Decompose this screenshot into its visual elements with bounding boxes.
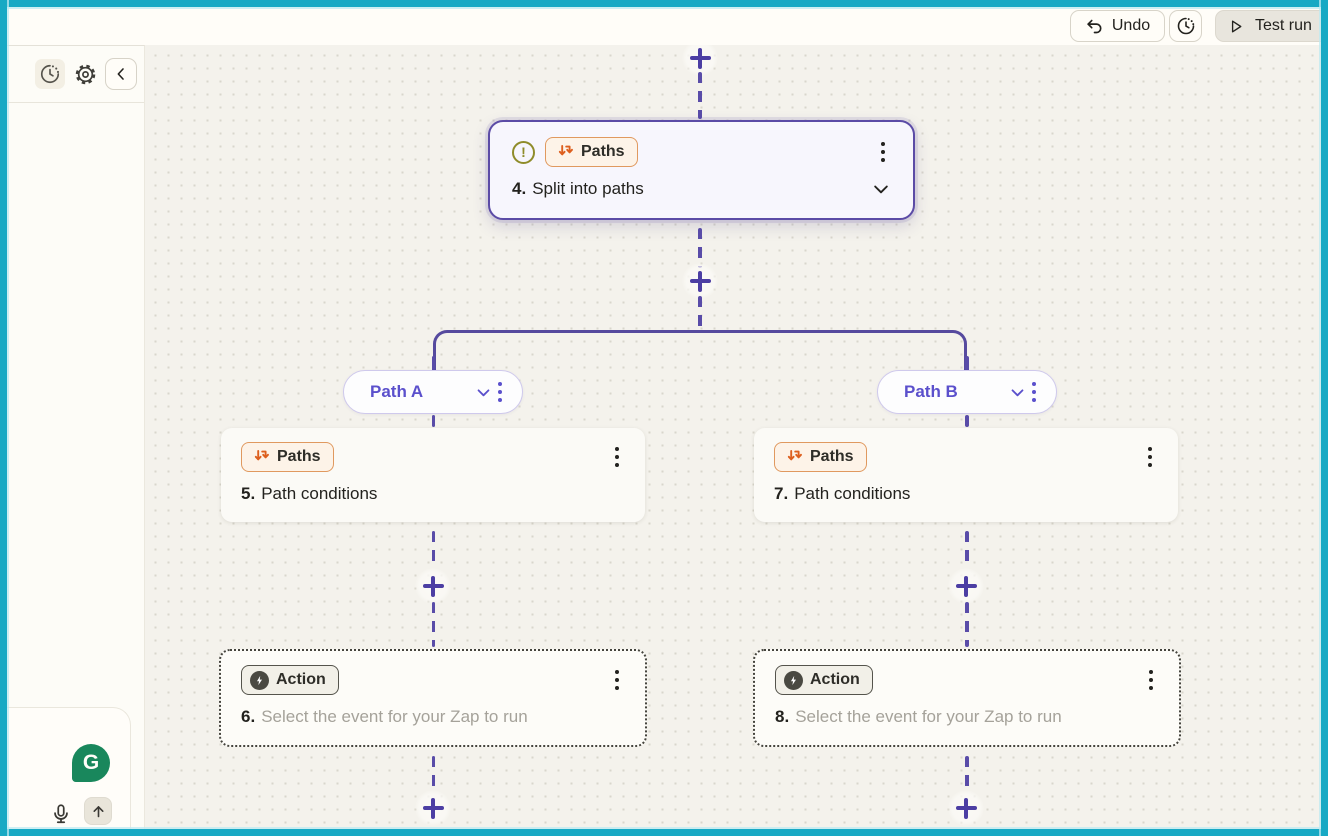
frame-border [1321, 0, 1328, 836]
test-run-label: Test run [1255, 17, 1312, 34]
connector-line [431, 531, 435, 569]
step-title: Select the event for your Zap to run [795, 707, 1062, 726]
step-title: Path conditions [261, 484, 378, 503]
test-run-button[interactable]: Test run [1215, 10, 1328, 42]
step-number: 7. [774, 484, 789, 503]
bolt-icon [784, 670, 803, 690]
branch-connector [433, 330, 967, 372]
step-title: Split into paths [532, 179, 644, 198]
paths-badge: Paths [241, 442, 334, 472]
path-b-menu-button[interactable] [1026, 378, 1042, 406]
connector-line [431, 415, 435, 427]
microphone-button[interactable] [47, 800, 75, 828]
step-menu-button[interactable] [609, 443, 625, 471]
badge-label: Action [276, 671, 326, 688]
history-button[interactable] [35, 59, 65, 89]
gear-icon [74, 63, 97, 86]
paths-badge: Paths [774, 442, 867, 472]
assistant-panel: G [7, 707, 131, 829]
connector-line [965, 756, 969, 792]
settings-button[interactable] [70, 59, 100, 89]
action-badge: Action [241, 665, 339, 695]
badge-label: Action [810, 671, 860, 688]
badge-label: Paths [810, 448, 854, 465]
timer-icon [1176, 16, 1196, 36]
badge-label: Paths [277, 448, 321, 465]
add-step-button[interactable] [415, 568, 451, 604]
add-step-button[interactable] [682, 263, 718, 299]
play-icon [1228, 18, 1245, 35]
microphone-icon [50, 803, 72, 825]
collapse-panel-button[interactable] [105, 58, 137, 90]
path-a-menu-button[interactable] [492, 378, 508, 406]
connector-line [965, 415, 969, 427]
sidebar-toolbar [7, 46, 144, 103]
editor-topbar: Undo Test run [7, 7, 1328, 45]
add-step-button[interactable] [948, 790, 984, 826]
submit-button[interactable] [84, 797, 112, 825]
add-step-button[interactable] [415, 790, 451, 826]
connector-line [698, 228, 702, 268]
path-a-expand-chevron[interactable] [475, 384, 492, 401]
arrow-up-icon [90, 803, 107, 820]
connector-line [698, 72, 702, 119]
branch-drop-left [431, 356, 435, 372]
connector-line [698, 296, 702, 332]
step-menu-button[interactable] [1143, 666, 1159, 694]
undo-icon [1085, 17, 1104, 36]
connector-line [431, 602, 435, 647]
path-b-label: Path B [904, 382, 958, 401]
step-8-action-placeholder-node[interactable]: Action 8. Select the event for your Zap … [753, 649, 1181, 747]
branch-drop-right [965, 356, 969, 372]
run-history-button[interactable] [1169, 10, 1202, 42]
step-4-split-into-paths-node[interactable]: ! Paths 4. Split into path [488, 120, 915, 220]
frame-border [0, 0, 1328, 7]
timer-icon [39, 63, 61, 85]
paths-split-icon [558, 144, 574, 160]
frame-border [0, 829, 1328, 836]
badge-label: Paths [581, 143, 625, 160]
add-step-button[interactable] [948, 568, 984, 604]
collapse-left-icon [113, 66, 129, 82]
step-number: 4. [512, 179, 527, 198]
path-b-pill[interactable]: Path B [877, 370, 1057, 414]
undo-label: Undo [1111, 17, 1151, 34]
warning-icon: ! [512, 140, 535, 164]
left-sidebar [7, 45, 145, 829]
action-badge: Action [775, 665, 873, 695]
step-menu-button[interactable] [875, 138, 891, 166]
step-menu-button[interactable] [1142, 443, 1158, 471]
path-a-label: Path A [370, 382, 424, 401]
connector-line [965, 531, 969, 569]
paths-split-icon [787, 449, 803, 465]
grammarly-icon[interactable]: G [72, 744, 110, 782]
add-step-button[interactable] [682, 40, 718, 76]
step-number: 8. [775, 707, 790, 726]
connector-line [965, 602, 969, 647]
frame-border [0, 0, 7, 836]
connector-line [431, 756, 435, 792]
step-number: 6. [241, 707, 256, 726]
path-a-pill[interactable]: Path A [343, 370, 523, 414]
step-7-path-conditions-node[interactable]: Paths 7. Path conditions [754, 428, 1178, 522]
step-number: 5. [241, 484, 256, 503]
bolt-icon [250, 670, 269, 690]
paths-badge: Paths [545, 137, 638, 167]
collapse-step-chevron[interactable] [871, 179, 891, 199]
paths-split-icon [254, 449, 270, 465]
undo-button[interactable]: Undo [1070, 10, 1165, 42]
step-6-action-placeholder-node[interactable]: Action 6. Select the event for your Zap … [219, 649, 647, 747]
step-5-path-conditions-node[interactable]: Paths 5. Path conditions [221, 428, 645, 522]
path-b-expand-chevron[interactable] [1009, 384, 1026, 401]
step-title: Select the event for your Zap to run [261, 707, 528, 726]
step-menu-button[interactable] [609, 666, 625, 694]
step-title: Path conditions [794, 484, 911, 503]
